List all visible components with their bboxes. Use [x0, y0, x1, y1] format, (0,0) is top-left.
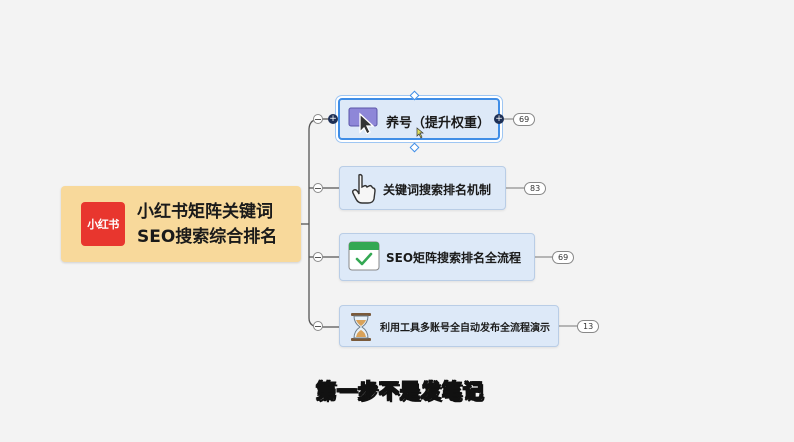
topic-count-badge[interactable]: 69	[513, 113, 536, 126]
video-subtitle: 第一步不是发笔记	[316, 379, 484, 404]
add-topic-icon[interactable]: +	[328, 114, 338, 124]
root-title-line-2: SEO搜索综合排名	[137, 227, 278, 247]
root-title-line-1: 小红书矩阵关键词	[137, 202, 273, 222]
calendar-check-icon	[348, 240, 380, 276]
topic-label: 利用工具多账号全自动发布全流程演示	[380, 323, 550, 334]
collapse-toggle[interactable]	[313, 252, 323, 262]
root-topic[interactable]: 小红书 小红书矩阵关键词 SEO搜索综合排名	[61, 186, 301, 262]
topic-multi-account-tool[interactable]: 利用工具多账号全自动发布全流程演示	[339, 305, 559, 347]
topic-keyword-ranking[interactable]: 关键词搜索排名机制	[339, 166, 506, 210]
topic-count-badge[interactable]: 83	[524, 182, 547, 195]
topic-count-badge[interactable]: 69	[552, 251, 575, 264]
pointing-hand-icon	[350, 173, 376, 209]
cursor-arrow-icon	[348, 106, 382, 138]
topic-label: SEO矩阵搜索排名全流程	[386, 251, 522, 265]
xiaohongshu-logo: 小红书	[81, 202, 125, 246]
topic-seo-matrix-flow[interactable]: SEO矩阵搜索排名全流程	[339, 233, 535, 281]
root-title: 小红书矩阵关键词 SEO搜索综合排名	[137, 200, 297, 250]
topic-label: 关键词搜索排名机制	[383, 183, 492, 197]
hourglass-icon	[350, 312, 372, 346]
add-topic-icon[interactable]: +	[494, 114, 504, 124]
collapse-toggle[interactable]	[313, 321, 323, 331]
topic-count-badge[interactable]: 13	[577, 320, 600, 333]
topic-label: 养号（提升权重）	[386, 116, 491, 131]
mouse-cursor-icon	[416, 127, 424, 139]
collapse-toggle[interactable]	[313, 183, 323, 193]
collapse-toggle[interactable]	[313, 114, 323, 124]
